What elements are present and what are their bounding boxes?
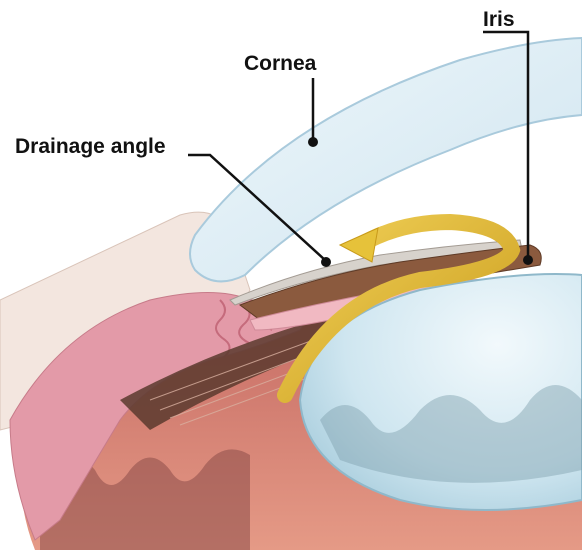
fluid-flow-arrowhead [340,228,378,262]
drainage-angle-label: Drainage angle [15,136,166,157]
cornea-label: Cornea [244,53,316,74]
cornea-pointer-dot [308,137,318,147]
drainage-angle-pointer-dot [321,257,331,267]
iris-label: Iris [483,9,515,30]
iris-pointer-dot [523,255,533,265]
